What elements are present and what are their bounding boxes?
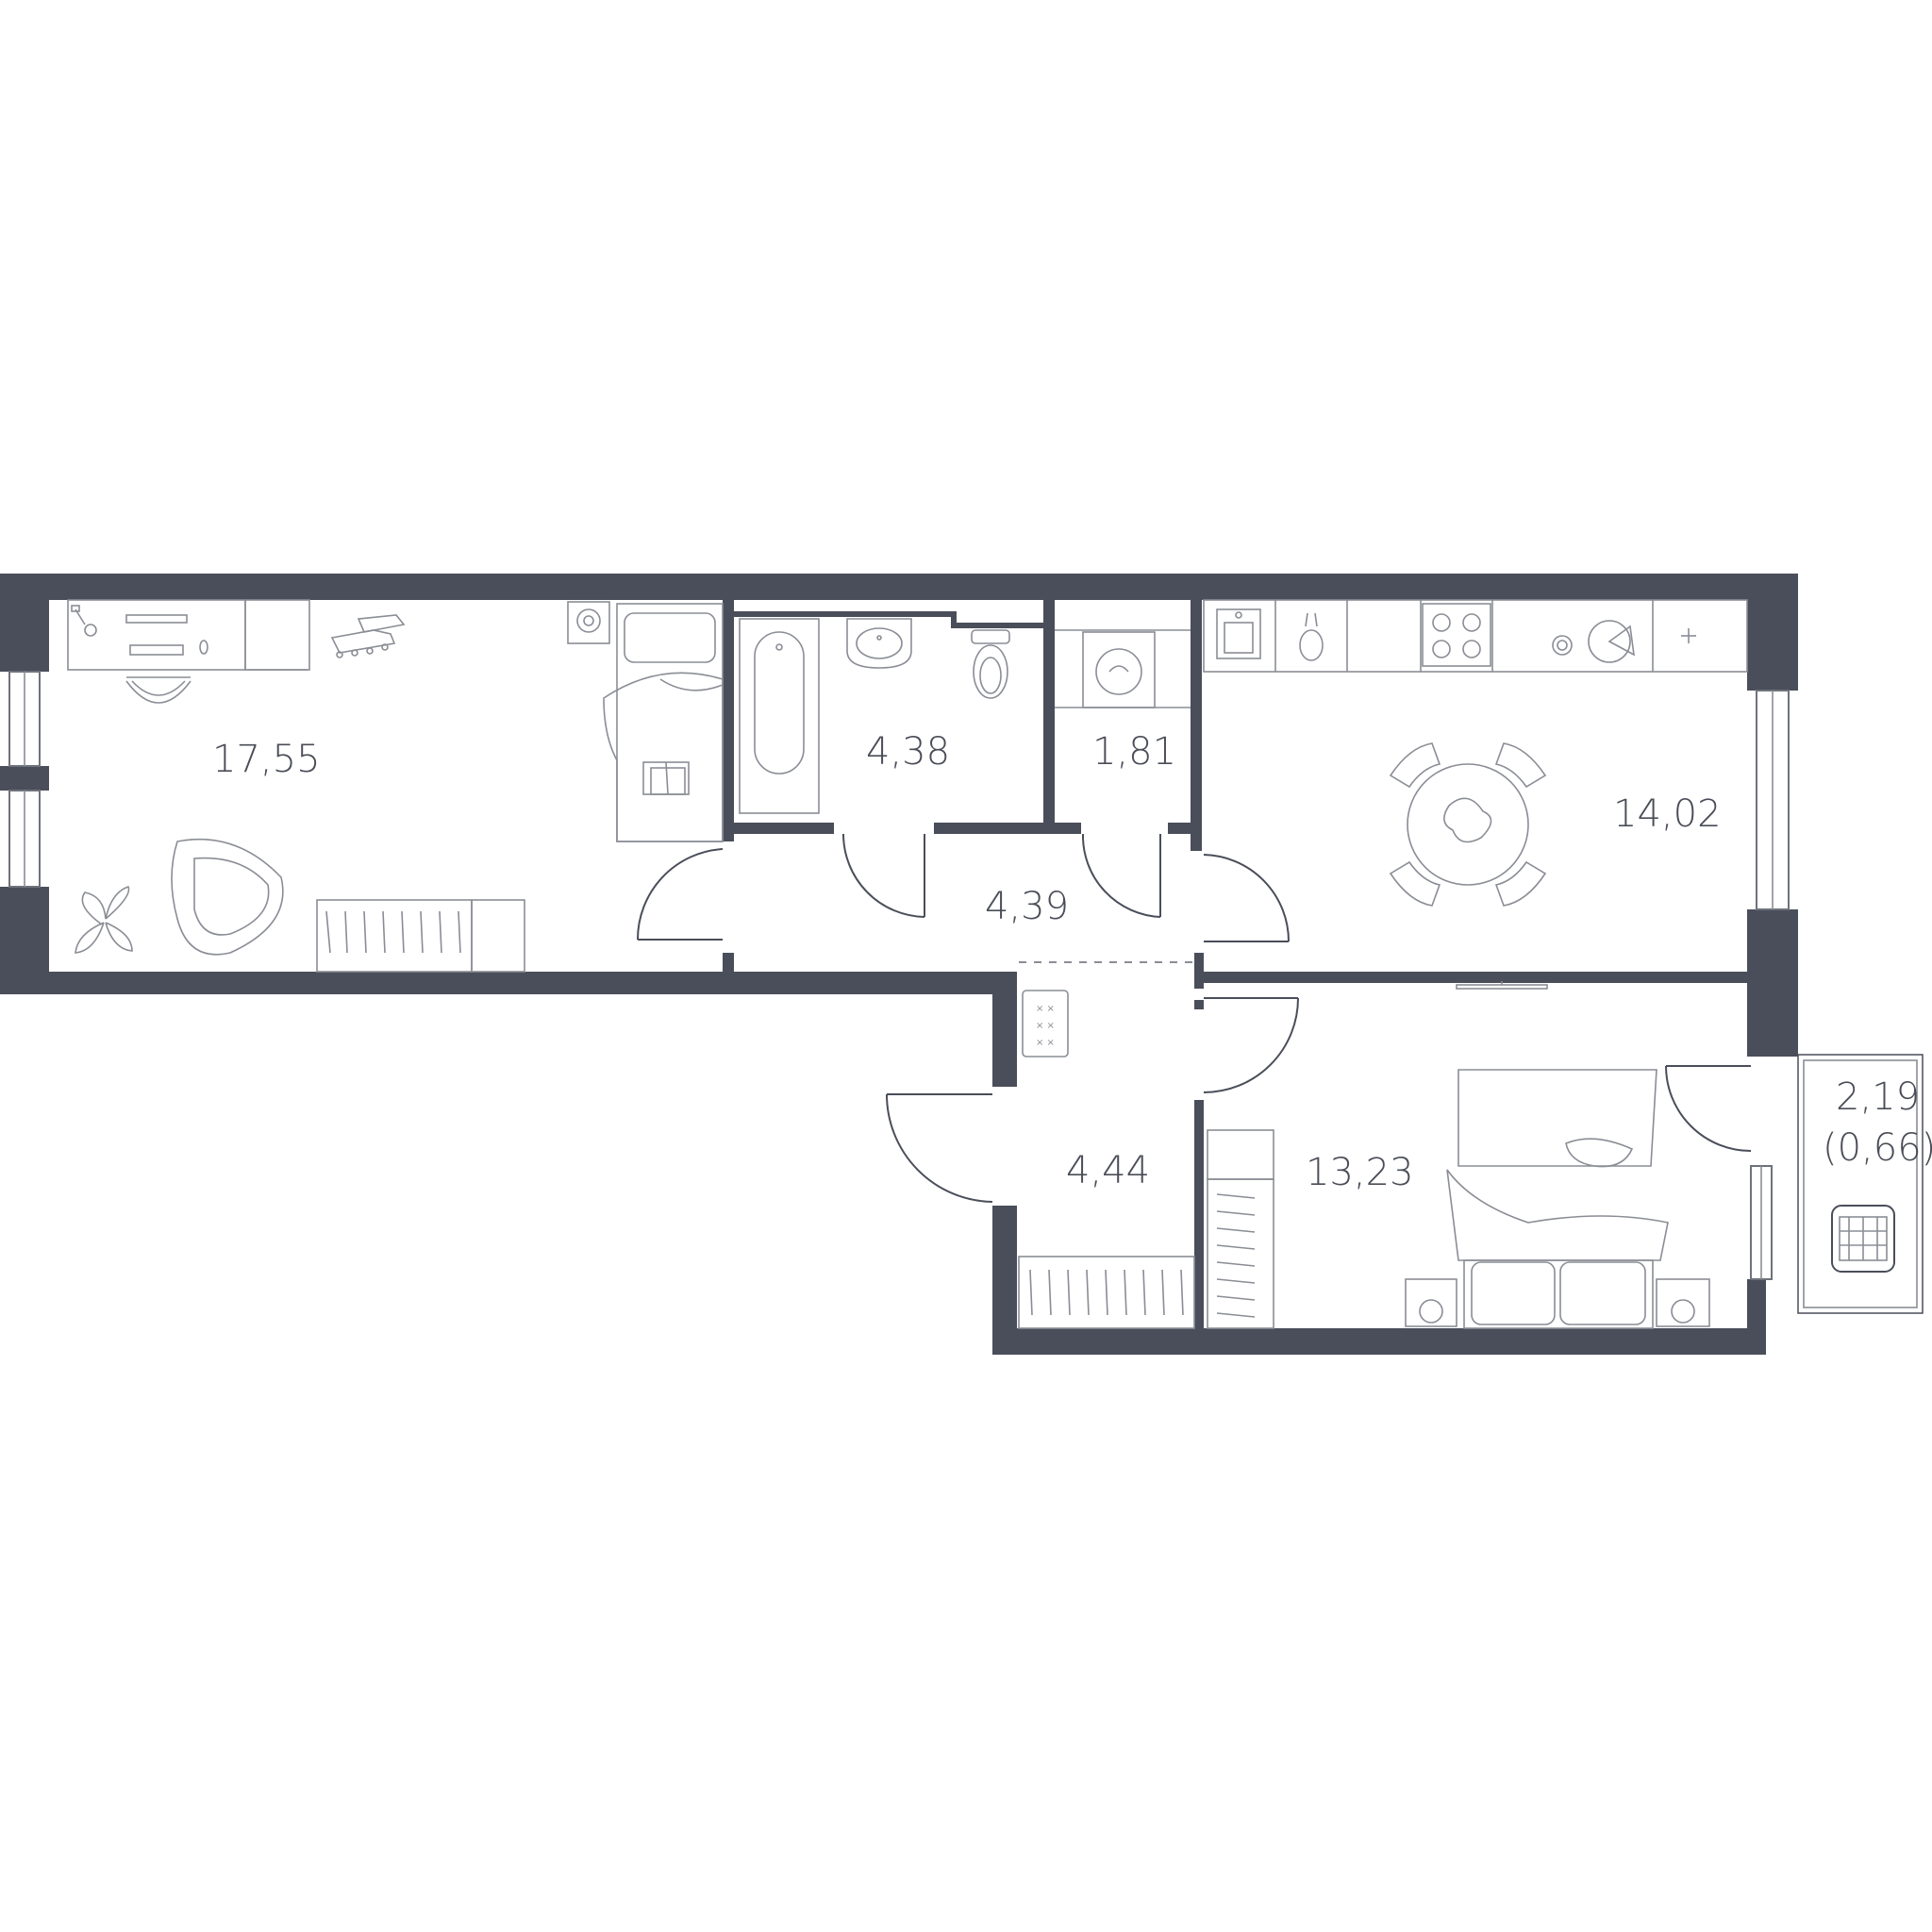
furniture-laundry (1055, 629, 1191, 708)
sink-icon (846, 618, 912, 669)
roller-skates-icon (330, 614, 406, 658)
armchair-icon (171, 838, 284, 956)
wardrobe-east-icon (1207, 1129, 1274, 1329)
wall-bedroom-east-top (1202, 979, 1660, 983)
area-label-laundry: 1,81 (1092, 730, 1176, 774)
doors (636, 833, 1752, 1203)
wall-right-stub (1747, 991, 1766, 1057)
wardrobe-icon (316, 899, 525, 973)
furniture-bedroom-east (1207, 981, 1710, 1329)
office-chair-icon (125, 676, 192, 704)
svg-text:× ×: × × (1036, 1004, 1055, 1014)
walls (0, 574, 1798, 1355)
stove-icon (1422, 603, 1491, 667)
dining-table-icon (1389, 742, 1547, 907)
wall-right-top (1747, 574, 1798, 691)
furniture-bathroom (739, 618, 1010, 814)
wall-partition-4b (1194, 1100, 1204, 1355)
washing-machine-icon (1082, 631, 1156, 708)
chair-icon (1389, 742, 1547, 907)
nightstand-east-right-icon (1656, 1278, 1710, 1327)
wall-bath-notch-c (951, 623, 1047, 628)
mouse-icon (199, 640, 208, 655)
kitchen-counter (1203, 599, 1748, 673)
wall-partition-1 (723, 600, 734, 841)
door-laundry (1081, 833, 1161, 918)
furniture-bedroom-west (67, 599, 724, 973)
wall-bottom-west (0, 972, 1017, 994)
bathtub-icon (739, 618, 820, 814)
wall-bath-notch-b (951, 611, 957, 628)
furniture-kitchen (1203, 599, 1748, 907)
wall-lower-left-top (992, 972, 1017, 1087)
pizza-icon (1588, 620, 1636, 663)
svg-text:× ×: × × (1036, 1038, 1055, 1048)
door-entrance (886, 1093, 993, 1203)
wall-partition-3b (1194, 953, 1204, 989)
nightstand-east-left-icon (1405, 1278, 1457, 1327)
kitchen-sink-icon (1216, 608, 1261, 659)
books-icon (642, 761, 690, 795)
wall-partition-3 (1191, 600, 1202, 851)
balcony (1797, 1054, 1924, 1314)
svg-text:× ×: × × (1036, 1021, 1055, 1031)
shoe-rack-icon (1018, 1256, 1195, 1329)
double-bed-icon (1446, 1069, 1669, 1329)
wall-laundry-bottom (1043, 823, 1081, 834)
wall-partition-4 (1194, 1000, 1204, 1009)
single-bed-icon (603, 603, 724, 842)
door-bedroom-west (636, 848, 724, 941)
furniture-hallway-lower: × × × × × × (1018, 990, 1195, 1329)
toilet-icon (971, 629, 1010, 699)
bowl-icon (1552, 635, 1573, 656)
area-label-bedroom-west: 17,55 (212, 738, 321, 781)
area-label-balcony: 2,19 (1836, 1075, 1920, 1119)
wall-bath-bottom-2 (934, 823, 1047, 834)
balcony-outline (1797, 1054, 1924, 1314)
sparkle-icon (1681, 628, 1696, 643)
area-label-bedroom-east: 13,23 (1306, 1151, 1414, 1194)
laundry-basket-icon (1831, 1205, 1895, 1273)
door-kitchen (1203, 854, 1290, 942)
wall-bottom-east (992, 1328, 1766, 1355)
door-balcony (1665, 1065, 1752, 1152)
wall-left-mid (0, 766, 49, 791)
wall-bath-bottom (723, 823, 834, 834)
area-label-balcony-reduced: (0,66) (1823, 1126, 1932, 1170)
nightstand-icon (567, 601, 610, 644)
area-label-bathroom: 4,38 (866, 730, 950, 774)
keyboard-icon (129, 644, 184, 656)
desk-lamp-icon (71, 605, 97, 637)
dishwasher-icon (1299, 612, 1324, 661)
area-label-hallway-lower: 4,44 (1066, 1149, 1150, 1192)
cabinet-icon (244, 599, 310, 671)
wall-partition-1b (723, 953, 734, 974)
wall-bath-notch (734, 611, 953, 617)
area-labels: 17,55 4,38 1,81 14,02 4,39 4,44 13,23 2,… (212, 730, 1932, 1194)
door-bedroom-east (1203, 997, 1299, 1093)
computer-monitor-icon (125, 614, 188, 624)
wall-laundry-bottom-2 (1168, 823, 1194, 834)
wall-left-top (0, 574, 49, 672)
potted-plant-icon (75, 886, 133, 954)
wall-right-lower (1747, 1279, 1766, 1355)
windows (8, 671, 1790, 1280)
area-label-kitchen: 14,02 (1613, 792, 1722, 836)
wall-partition-2 (1043, 600, 1055, 834)
tv-icon (1456, 981, 1548, 990)
door-bathroom (842, 833, 925, 918)
area-label-hallway-upper: 4,39 (985, 885, 1069, 928)
wall-top (0, 574, 1798, 600)
electrical-panel-icon: × × × × × × (1022, 990, 1069, 1058)
